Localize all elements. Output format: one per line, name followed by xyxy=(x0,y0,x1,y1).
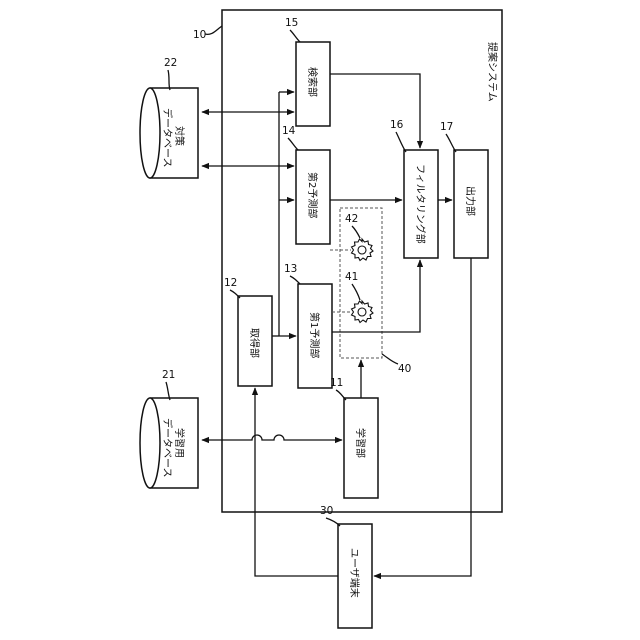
model-b-ref: 42 xyxy=(345,213,358,225)
model-a-ref: 41 xyxy=(345,271,358,283)
user-terminal: ユーザ端末 xyxy=(338,524,372,628)
learning-database-label-1: 学習用 xyxy=(173,428,186,458)
filtering-block: フィルタリング部 xyxy=(404,150,438,258)
output-label: 出力部 xyxy=(464,186,477,216)
system-label: 提案システム xyxy=(486,42,499,102)
acquisition-label: 取得部 xyxy=(248,328,261,358)
target-database-ref: 22 xyxy=(164,57,177,69)
second-prediction-ref: 14 xyxy=(282,125,296,137)
filtering-ref: 16 xyxy=(390,119,404,131)
learning-block: 学習部 xyxy=(344,398,378,498)
learning-database: 学習用 データベース xyxy=(140,398,198,488)
target-database-label-2: データベース xyxy=(161,108,174,168)
learning-database-ref: 21 xyxy=(162,369,175,381)
first-prediction-block: 第1予測部 xyxy=(298,284,332,388)
learning-database-label-2: データベース xyxy=(161,418,174,478)
learning-label: 学習部 xyxy=(354,428,367,458)
filtering-label: フィルタリング部 xyxy=(414,164,427,244)
search-label: 検索部 xyxy=(306,67,319,97)
second-prediction-block: 第2予測部 xyxy=(296,150,330,244)
first-prediction-ref: 13 xyxy=(284,263,297,275)
target-database-label-1: 対策 xyxy=(173,126,186,146)
first-prediction-label: 第1予測部 xyxy=(308,312,321,358)
system-ref: 10 xyxy=(193,29,206,41)
user-terminal-label: ユーザ端末 xyxy=(348,548,361,598)
acquisition-block: 取得部 xyxy=(238,296,272,386)
model-group-ref: 40 xyxy=(398,363,411,375)
search-block: 検索部 xyxy=(296,42,330,126)
search-ref: 15 xyxy=(285,17,298,29)
output-block: 出力部 xyxy=(454,150,488,258)
learning-ref: 11 xyxy=(330,377,343,389)
target-database: 対策 データベース xyxy=(140,88,198,178)
output-ref: 17 xyxy=(440,121,453,133)
second-prediction-label: 第2予測部 xyxy=(306,172,319,218)
acquisition-ref: 12 xyxy=(224,277,237,289)
user-terminal-ref: 30 xyxy=(320,505,333,517)
